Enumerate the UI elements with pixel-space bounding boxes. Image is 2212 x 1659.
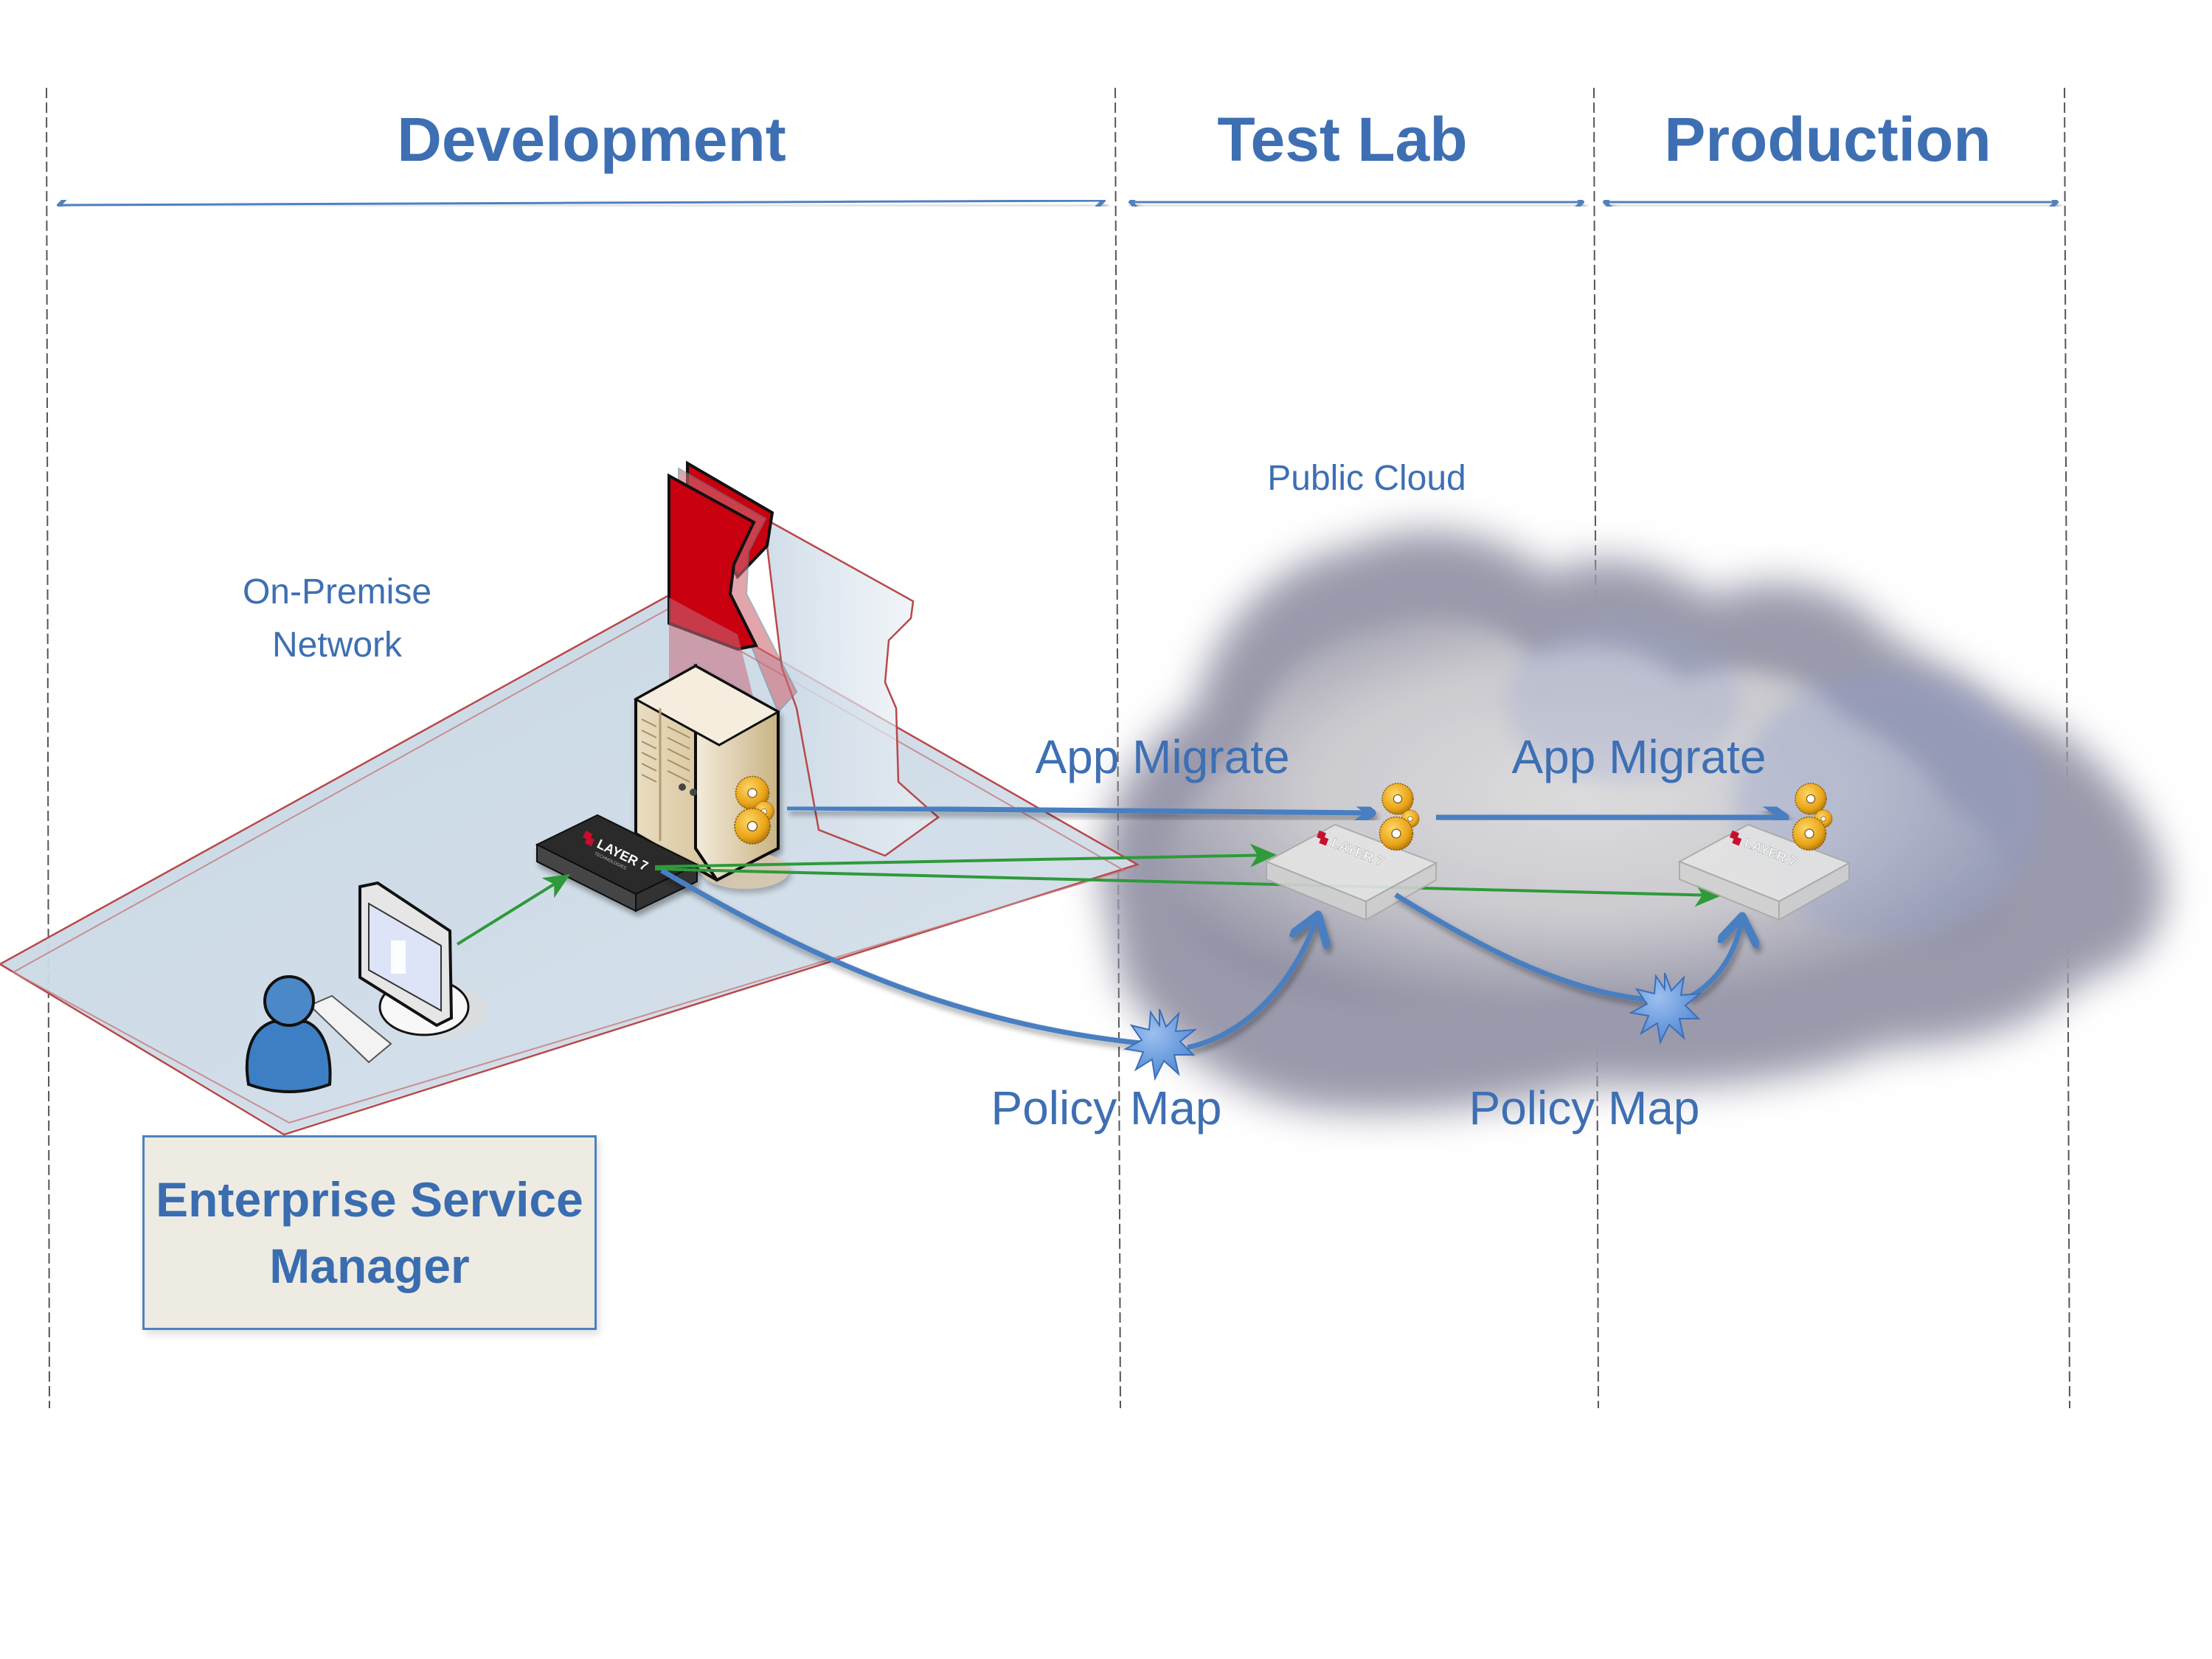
layer7-gateway-prod: LAYER 7 (1677, 783, 1851, 921)
green-arrow-workstation-to-gateway (456, 873, 571, 946)
policy-map-label-1: Policy Map (991, 1081, 1222, 1135)
separator-line (1593, 87, 1599, 1409)
public-cloud (1100, 530, 2165, 1113)
policy-map-curves (660, 867, 1742, 1050)
layer7-gateway-dev: LAYER 7 TECHNOLOGIES (535, 814, 699, 912)
phase-title-development: Development (397, 105, 786, 174)
policy-map-label-2: Policy Map (1469, 1081, 1700, 1135)
burst-icon (1628, 972, 1703, 1045)
appliance-side (635, 863, 698, 912)
policy-curve-dev-to-burst (660, 867, 1148, 1047)
policy-curve-burst-to-test (1187, 915, 1318, 1050)
phase-title-production: Production (1664, 105, 1991, 174)
server-button (679, 783, 686, 791)
enterprise-service-manager-box: Enterprise Service Manager (142, 1135, 597, 1330)
policy-map-burst-1 (1123, 1008, 1198, 1081)
appliance-side (1365, 862, 1437, 921)
app-migrate-arrow-1 (786, 808, 1372, 813)
on-premise-label-line1: On-Premise (243, 572, 431, 612)
appliance-side (1778, 862, 1850, 921)
separator-line (46, 87, 50, 1409)
workstation (245, 881, 487, 1093)
app-migrate-label-1: App Migrate (1035, 730, 1289, 783)
server-button (690, 789, 697, 796)
policy-curve-burst-to-prod (1688, 916, 1742, 1000)
phase-span-arrows (59, 201, 2056, 205)
server-top-face (633, 665, 781, 747)
separator-line (1114, 87, 1121, 1409)
keyboard-icon (308, 994, 392, 1064)
public-cloud-label: Public Cloud (1267, 459, 1466, 498)
green-arrow-to-prod-gateway (654, 867, 1722, 907)
span-arrow-development (59, 201, 1103, 205)
app-migrate-label-2: App Migrate (1511, 730, 1766, 783)
app-migrate-arrows (786, 808, 1785, 817)
layer7-gateway-test: LAYER 7 (1264, 783, 1438, 921)
server-tower (633, 663, 789, 889)
phase-separators (46, 87, 2070, 1409)
burst-icon (1123, 1008, 1198, 1081)
cloud-blue-tint (1505, 620, 1741, 782)
policy-push-arrows (456, 843, 1722, 946)
esm-label-line1: Enterprise Service (156, 1172, 583, 1227)
green-arrow-to-test-gateway (654, 843, 1277, 868)
user-body (245, 1020, 332, 1093)
phase-title-test-lab: Test Lab (1217, 105, 1467, 174)
esm-label-line2: Manager (269, 1239, 470, 1293)
separator-line (2064, 87, 2070, 1409)
on-premise-label-line2: Network (272, 626, 403, 665)
network-plane-border-inner (11, 608, 1126, 1124)
policy-curve-test-to-burst (1394, 893, 1649, 1002)
user-icon (245, 975, 332, 1093)
server-vents (641, 718, 690, 783)
monitor-screen-glare (391, 941, 406, 974)
policy-map-burst-2 (1628, 972, 1703, 1045)
user-head (263, 975, 315, 1027)
network-plane-border-outer (0, 595, 1140, 1136)
